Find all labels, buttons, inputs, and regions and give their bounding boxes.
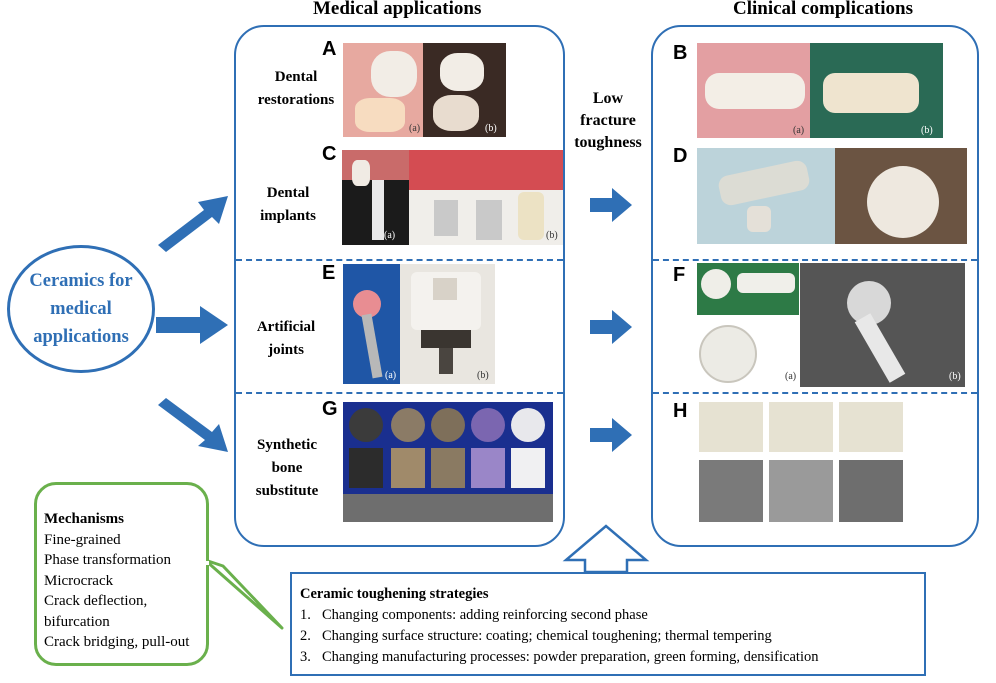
mechanism-item: Fine-grained [44,531,121,548]
strategy-item: 1.Changing components: adding reinforcin… [300,607,648,623]
arrow-to-joints [156,306,228,344]
arrow-to-implants [158,196,228,252]
image-dental-restorations: (a) (b) [343,43,506,137]
label-a: A [322,38,337,60]
strategies-title: Ceramic toughening strategies [300,586,489,602]
strategies-box [290,572,926,676]
label-c: C [322,143,337,165]
mechanisms-callout [34,482,209,666]
clinical-complications-header: Clinical complications [733,0,913,19]
image-artificial-joints: (a) (b) [343,264,495,384]
mechanism-item: bifurcation [44,613,110,630]
image-dental-implants: (a) (b) [342,150,563,245]
strategy-item: 2.Changing surface structure: coating; c… [300,628,772,644]
divider-4 [653,392,977,394]
mechanism-item: Microcrack [44,572,114,589]
crown-right [440,53,484,91]
arrow-mid-3 [590,418,632,452]
center-circle: Ceramics for medical applications [7,245,155,373]
arrow-to-bone [158,398,228,452]
label-b: B [673,42,688,64]
strategy-item: 3.Changing manufacturing processes: powd… [300,649,819,665]
divider-2 [236,392,563,394]
medical-applications-header: Medical applications [313,0,482,19]
callout-tail-cover [204,561,209,565]
image-fractured-implant [697,148,967,244]
label-h: H [673,400,688,422]
arrow-up-outline [562,524,650,574]
center-label: Ceramics for medical applications [29,271,133,347]
mechanisms-title: Mechanisms [44,511,124,527]
strategies-list: Ceramic toughening strategies 1.Changing… [300,584,818,668]
label-g: G [322,398,338,420]
clinical-complications-panel [651,25,979,547]
mechanism-item: Crack deflection, [44,593,148,609]
mechanism-item: Crack bridging, pull-out [44,634,190,650]
image-fractured-restoration: (a) (b) [697,43,943,138]
arrow-mid-1 [590,188,632,222]
arrow-mid-2 [590,310,632,344]
image-crack-analysis [697,400,907,524]
mechanism-item: Phase transformation [44,552,172,568]
image-synthetic-bone [343,402,553,522]
label-f: F [673,264,686,286]
crown-left [371,51,417,97]
divider-1 [236,259,563,261]
label-d: D [673,145,688,167]
medical-applications-panel [234,25,565,547]
divider-3 [653,259,977,261]
mechanisms-list: Mechanisms Fine-grained Phase transforma… [44,509,214,653]
label-e: E [322,262,336,284]
image-fractured-joint: (a) (b) [697,263,965,387]
callout-tail [203,558,284,630]
